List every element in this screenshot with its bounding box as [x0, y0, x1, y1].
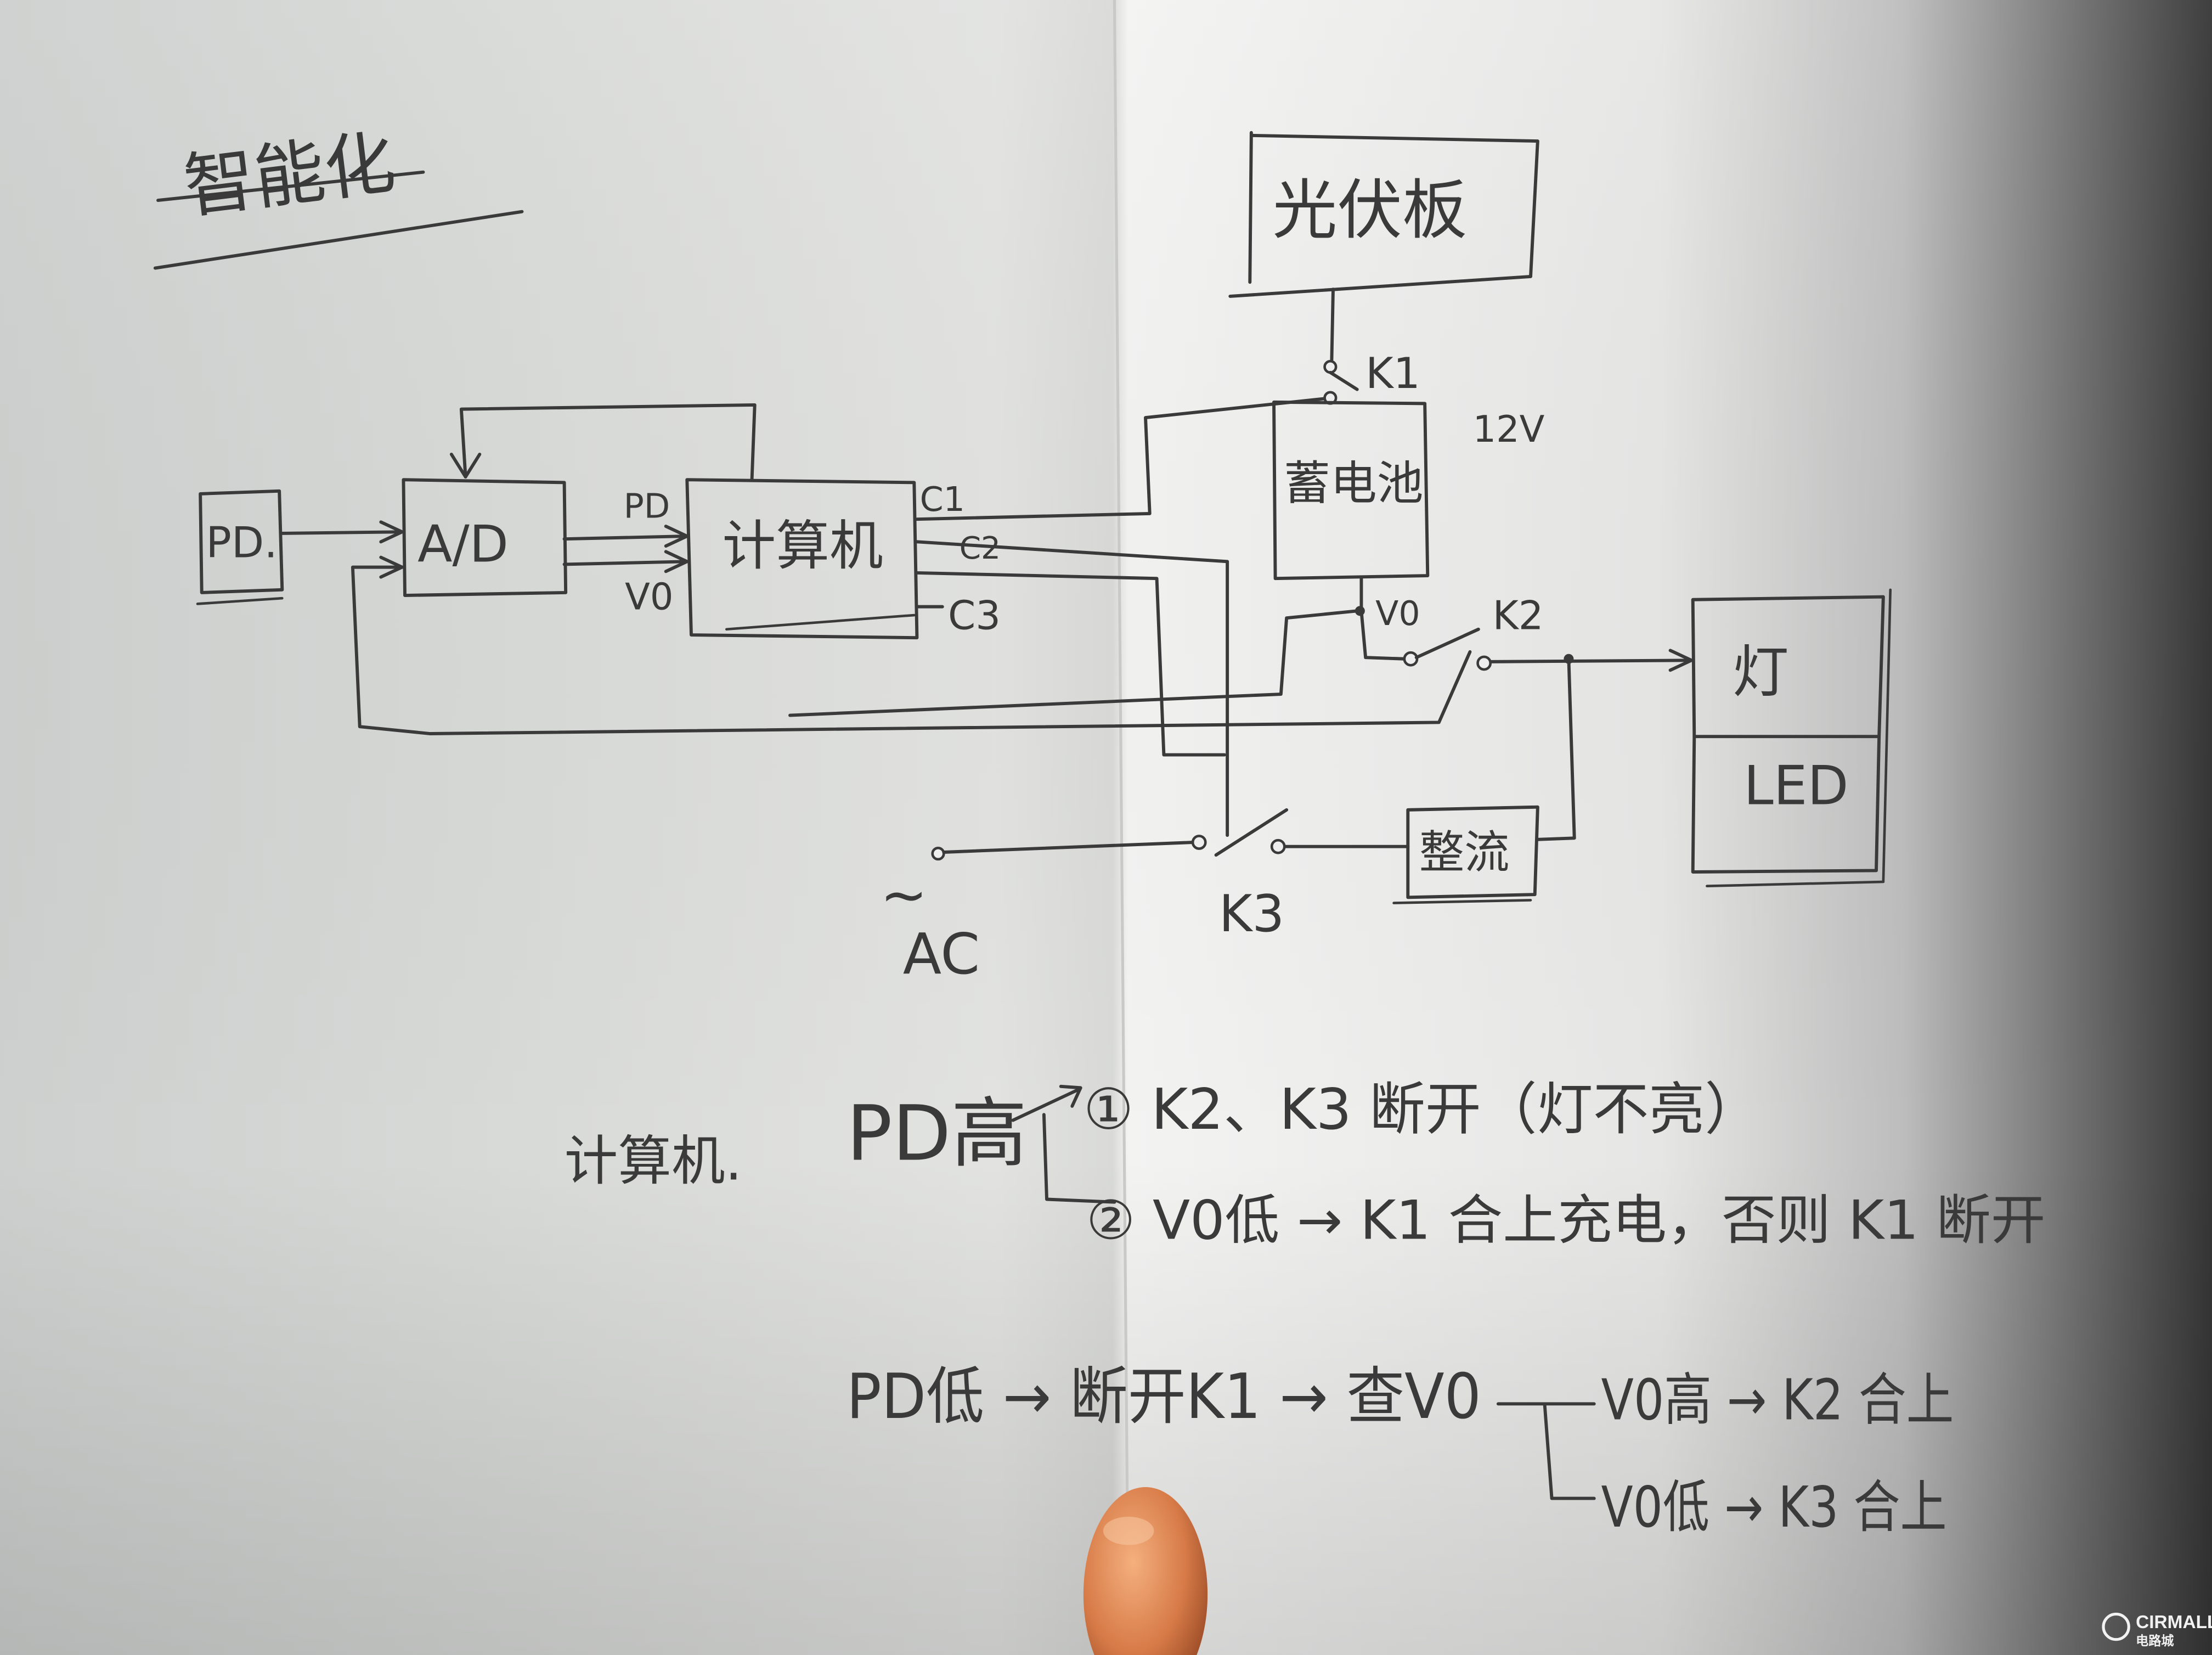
solar-panel-box	[1228, 133, 1539, 298]
ac-symbol: ~	[881, 863, 928, 928]
wire-c2-secondary	[915, 571, 1226, 757]
arrow-ad-v0	[664, 550, 689, 573]
ad-converter-label: A/D	[417, 514, 509, 573]
title-underline-short	[156, 170, 425, 202]
pd-sensor-box-underline	[196, 596, 284, 605]
rectifier-block: 整流	[1392, 805, 1539, 904]
thumb	[1083, 1487, 1208, 1655]
rectifier-box	[1406, 805, 1539, 899]
wire-solar-to-k1	[1330, 288, 1335, 362]
logic-pd-high-case1: ① K2、K3 断开（灯不亮）	[1084, 1077, 1760, 1142]
rectifier-label: 整流	[1419, 826, 1510, 879]
logic-pd-high: PD高	[847, 1089, 1028, 1178]
thumb-highlight	[1103, 1517, 1154, 1545]
cirmall-logo-icon	[2102, 1612, 2130, 1641]
control-logic-notes: 计算机. PD高 ① K2、K3 断开（灯不亮） ② V0低 → K1 合上充电…	[565, 1077, 2046, 1540]
watermark-brand: CIRMALL	[2136, 1612, 2212, 1633]
paper-fold	[1113, 0, 1130, 1655]
battery-voltage-label: 12V	[1473, 408, 1545, 451]
wire-battery-to-k2	[1359, 577, 1407, 661]
lamp-led-box-outline	[1706, 588, 1892, 888]
wire-rectifier-to-lamp	[1536, 657, 1576, 841]
logic-pd-high-branch	[1042, 1113, 1116, 1204]
signal-pd-label: PD	[624, 487, 670, 526]
arrow-pd-to-ad	[379, 520, 404, 544]
watermark-brand-cn: 电路城	[2136, 1634, 2174, 1648]
k2-blade	[1414, 627, 1480, 660]
pd-sensor-block: PD.	[196, 489, 284, 605]
ad-converter-block: A/D	[402, 478, 568, 597]
k3-blade	[1214, 808, 1289, 857]
switch-k3-label: K3	[1219, 884, 1285, 943]
solar-panel-block: 光伏板	[1228, 131, 1539, 298]
wire-c2-to-k3	[915, 540, 1229, 837]
arrow-into-lamp	[1668, 649, 1694, 672]
arrow-into-ad-top	[449, 452, 482, 479]
ad-converter-box	[402, 478, 568, 597]
solar-panel-box-left	[1248, 131, 1253, 284]
output-c3-label: C3	[948, 593, 1001, 639]
battery-output-label: V0	[1375, 594, 1420, 633]
logic-pd-high-arrowhead	[1059, 1084, 1082, 1108]
output-c1-label: C1	[920, 480, 965, 519]
k2-contact-right	[1476, 655, 1492, 671]
pd-sensor-box	[199, 489, 284, 594]
led-box	[1691, 735, 1881, 874]
watermark: CIRMALL 电路城	[2102, 1612, 2212, 1648]
wire-ad-v0-to-computer	[562, 560, 687, 566]
k1-contact-top	[1323, 359, 1338, 374]
logic-v0-branch-bottom	[1543, 1403, 1596, 1500]
logic-pd-low: PD低 → 断开K1 → 查V0	[847, 1360, 1481, 1433]
rectifier-box-underline	[1392, 899, 1532, 904]
wire-feedback-bottom	[351, 565, 1472, 735]
lamp-label: 灯	[1733, 640, 1789, 705]
logic-v0-high: V0高 → K2 合上	[1601, 1368, 1954, 1433]
solar-panel-label: 光伏板	[1272, 172, 1467, 248]
v0-node	[1355, 606, 1365, 616]
k2-contact-left	[1403, 651, 1419, 667]
switch-k1-label: K1	[1365, 349, 1420, 398]
ac-source-label: AC	[903, 922, 980, 987]
logic-heading: 计算机.	[565, 1130, 742, 1193]
computer-label: 计算机	[723, 515, 883, 577]
battery-box	[1272, 400, 1430, 581]
logic-pd-high-arrow	[1011, 1087, 1081, 1122]
k1-blade	[1328, 370, 1359, 391]
ac-terminal	[931, 846, 945, 861]
lamp-led-block: 灯 LED	[1691, 588, 1892, 888]
wire-c1-to-k1	[915, 396, 1334, 521]
led-label: LED	[1743, 755, 1848, 818]
computer-box	[685, 478, 919, 640]
wire-computer-to-ad-top	[459, 403, 757, 482]
switch-k2-label: K2	[1493, 593, 1544, 639]
logic-pd-high-case2: ② V0低 → K1 合上充电，否则 K1 断开	[1086, 1190, 2046, 1252]
wire-ad-pd-to-computer	[562, 534, 687, 541]
pd-sensor-label: PD.	[206, 519, 277, 568]
computer-block: 计算机	[685, 478, 919, 640]
k3-contact-right	[1270, 838, 1286, 854]
logic-v0-low: V0低 → K3 合上	[1601, 1475, 1947, 1540]
title-underline	[153, 210, 524, 270]
wire-k2-to-lamp	[1489, 658, 1692, 663]
signal-v0-label: V0	[625, 576, 673, 618]
wire-pd-to-ad	[280, 530, 403, 535]
battery-label: 蓄电池	[1284, 457, 1424, 511]
k3-contact-left	[1191, 835, 1207, 850]
battery-block: 蓄电池	[1272, 400, 1430, 581]
wire-v0-feedback	[788, 609, 1359, 717]
computer-box-stroke	[725, 613, 916, 631]
arrow-into-ad-bottom	[379, 555, 404, 579]
wire-ac-to-k3	[942, 841, 1195, 854]
